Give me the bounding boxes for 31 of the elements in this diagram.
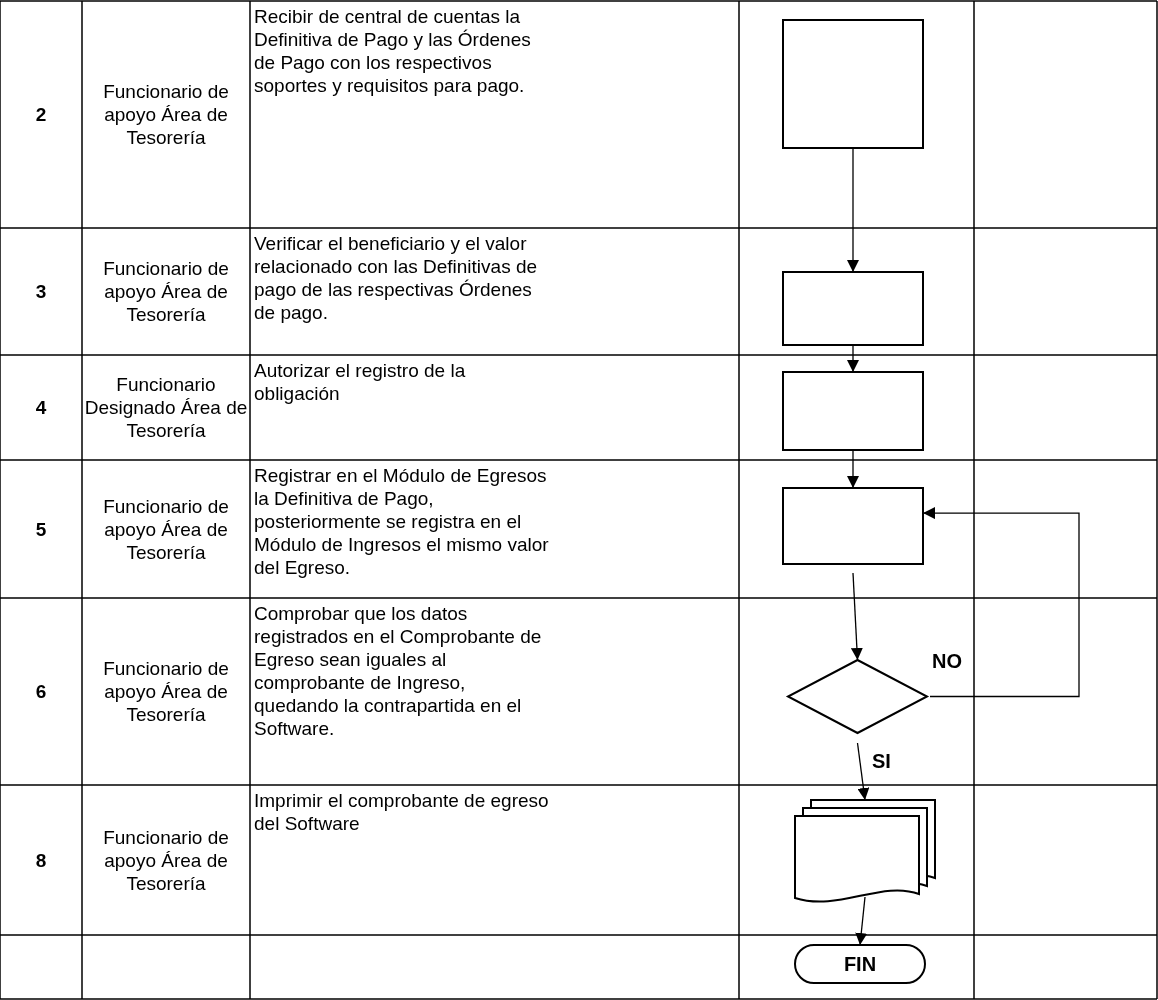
process-box <box>783 272 923 345</box>
activity-text: Autorizar el registro de la obligación <box>254 359 467 405</box>
row-number: 4 <box>34 396 48 419</box>
role-text: Funcionario de apoyo Área de Tesorería <box>102 494 230 564</box>
row-number: 6 <box>34 680 48 703</box>
row-number: 8 <box>34 848 48 872</box>
role-text: Funcionario Designado Área de Tesorería <box>84 373 248 442</box>
role-text: Funcionario de apoyo Área de Tesorería <box>102 825 230 895</box>
arrow <box>855 896 868 946</box>
arrow <box>847 449 859 489</box>
terminator-shape: FIN <box>795 945 925 983</box>
activity-text: Recibir de central de cuentas la Definitiva de Pago y las Órdenes de Pago con los respectivos soportes y requisitos para pago. <box>254 5 532 97</box>
role-text: Funcionario de apoyo Área de Tesorería <box>102 257 230 326</box>
role-text: Funcionario de apoyo Área de Tesorería <box>102 657 230 726</box>
arrow <box>856 742 870 801</box>
row-number: 2 <box>34 103 48 126</box>
activity-text: Comprobar que los datos registrados en el Comprobante de Egreso sean iguales al comprobante de Ingreso, quedando la contrapartida en el Software. <box>254 602 543 740</box>
multi-document-shape <box>795 800 935 900</box>
arrow <box>847 344 859 373</box>
activity-text: Imprimir el comprobante de egreso del Software <box>254 789 550 835</box>
activity-text: Registrar en el Módulo de Egresos la Definitiva de Pago, posteriormente se registra en el Módulo de Ingresos el mismo valor del Egreso. <box>254 464 550 579</box>
process-box <box>783 20 923 148</box>
activity-text: Verificar el beneficiario y el valor relacionado con las Definitivas de pago de las respectivas Órdenes de pago. <box>254 232 539 324</box>
row-number: 5 <box>34 517 48 541</box>
process-box <box>783 372 923 450</box>
row-number: 3 <box>34 280 48 303</box>
arrow <box>847 147 859 273</box>
arrow <box>850 572 863 661</box>
decision-diamond <box>788 660 927 733</box>
role-text: Funcionario de apoyo Área de Tesorería <box>102 80 230 149</box>
process-box <box>783 488 923 564</box>
